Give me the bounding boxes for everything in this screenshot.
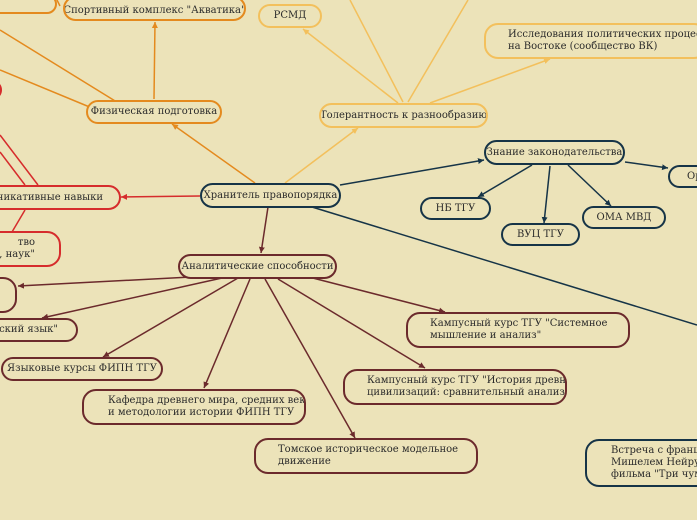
node-oma-mvd-label: ОМА МВД [596,211,652,223]
edge-analytic-partial [17,275,211,289]
node-course-history-label: Кампусный курс ТГУ "История древних циви… [367,375,567,398]
node-vk-research[interactable]: Исследования политических процессов на В… [484,23,697,59]
edge-root-communication [120,193,201,200]
node-communication[interactable]: оммуникативные навыки [0,185,121,210]
edge-communication-offscreen-2 [0,151,26,186]
node-nb-tgu[interactable]: НБ ТГУ [420,197,491,220]
edge-physical-akvatika [151,21,158,100]
edge-law-org [624,161,669,171]
edge-communication-offscreen-1 [0,134,39,186]
node-vuc-tgu-label: ВУЦ ТГУ [517,228,564,240]
edge-root-physical [171,123,256,184]
node-org-partial[interactable]: Ор [668,165,697,188]
edge-physical-offscreen-2 [0,69,93,109]
edge-analytic-dept [203,278,251,389]
node-department-label: Кафедра древнего мира, средних веков и м… [108,395,306,418]
node-orange-partial[interactable] [0,0,57,14]
node-language-courses-label: Языковые курсы ФИПН ТГУ [7,363,157,374]
node-course-systems-label: Кампусный курс ТГУ "Системное мышление и… [430,318,608,341]
node-language-courses[interactable]: Языковые курсы ФИПН ТГУ [1,357,163,381]
node-analytic[interactable]: Аналитические способности [178,254,337,279]
node-root-label: Хранитель правопорядка [203,189,338,201]
node-french-meeting-label: Встреча с французс Мишелем Нейру и п фил… [611,445,697,480]
edge-communication-partial [11,209,26,233]
edge-law-vuc [541,165,551,224]
edge-root-tolerance [284,127,359,184]
edge-law-oma [567,164,612,207]
node-latin-partial-label: тинский язык" [0,324,58,335]
edge-analytic-history [277,278,426,369]
edge-root-far [311,206,697,326]
edge-law-nb [477,164,533,198]
node-law-label: Знание законодательства [486,146,623,158]
node-latin-partial[interactable]: тинский язык" [0,318,78,342]
edge-analytic-lang [102,277,239,358]
node-tomsk-movement-label: Томское историческое модельное движение [278,444,459,467]
node-physical-label: Физическая подготовка [90,106,218,117]
edge-tolerance-offscreen-2 [407,0,469,103]
edge-analytic-systems [304,275,446,314]
node-law[interactable]: Знание законодательства [484,140,625,165]
node-tomsk-movement[interactable]: Томское историческое модельное движение [254,438,478,474]
node-course-systems[interactable]: Кампусный курс ТГУ "Системное мышление и… [406,312,630,348]
node-rsmd-label: РСМД [273,10,307,21]
edge-tolerance-offscreen-1 [349,0,404,103]
node-physical[interactable]: Физическая подготовка [86,100,222,124]
node-communication-label: оммуникативные навыки [0,191,103,203]
edge-analytic-latin [41,277,223,320]
node-science-partial-label: тво е, наук" [0,237,35,260]
node-nb-tgu-label: НБ ТГУ [435,202,476,214]
node-tolerance[interactable]: Толерантность к разнообразию [319,103,488,128]
node-akvatika-label: Спортивный комплекс "Акватика" [63,4,246,16]
edge-tolerance-rsmd [302,28,399,104]
edge-root-law [339,158,485,186]
node-org-partial-label: Ор [687,170,697,182]
node-department[interactable]: Кафедра древнего мира, средних веков и м… [82,389,306,425]
node-root[interactable]: Хранитель правопорядка [200,183,341,208]
node-analytic-label: Аналитические способности [181,260,334,272]
node-french-meeting[interactable]: Встреча с французс Мишелем Нейру и п фил… [585,439,697,487]
node-science-partial[interactable]: тво е, наук" [0,231,61,267]
node-akvatika[interactable]: Спортивный комплекс "Акватика" [63,0,246,21]
node-course-history[interactable]: Кампусный курс ТГУ "История древних циви… [343,369,567,405]
edge-physical-offscreen-1 [0,29,121,105]
node-tolerance-label: Толерантность к разнообразию [319,109,488,121]
edge-akvatika-offscreen [56,0,61,7]
edge-root-analytic [258,206,269,254]
node-vk-research-label: Исследования политических процессов на В… [508,29,697,52]
edge-tolerance-vk [429,58,551,104]
edge-analytic-tomsk [264,278,356,439]
node-vuc-tgu[interactable]: ВУЦ ТГУ [501,223,580,246]
node-oma-mvd[interactable]: ОМА МВД [582,206,666,229]
node-rsmd[interactable]: РСМД [258,4,322,28]
